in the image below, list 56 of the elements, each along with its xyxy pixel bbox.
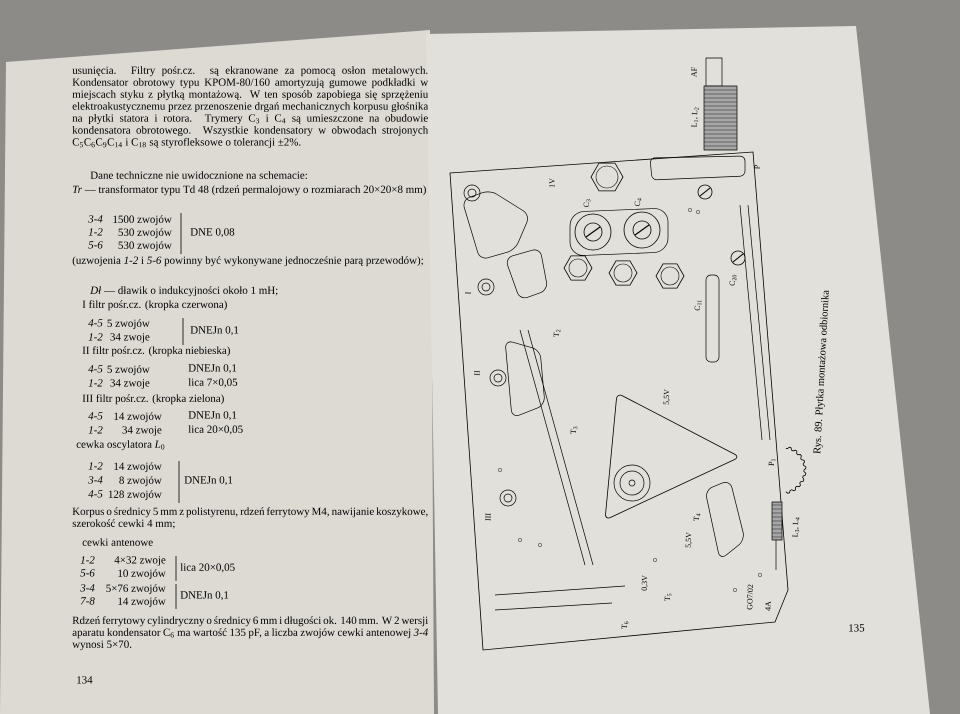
winding-number: 1-2 <box>88 426 103 434</box>
winding-number: 4-5 <box>88 490 102 498</box>
turn-count: 10 zwojów <box>118 569 166 580</box>
turn-count: 530 zwojów <box>118 241 172 252</box>
winding-number: 1-2 <box>88 228 103 236</box>
paragraph: Rdzeń ferrytowy cylindryczny o średnicy 6 mm i długości ok. 140 mm. W 2 wersji aparatu kondensator C$_{6}$ ma wartość 135 pF, a liczba zwojów cewki antenowej 3-4 wynosi 5×70. <box>72 616 428 650</box>
wire-spec: DNEJn 0,1 <box>188 364 236 374</box>
text-line: Dane techniczne nie uwidocznione na schemacie: <box>90 171 307 179</box>
winding-number: 4-5 <box>88 319 102 327</box>
turn-count: 1500 zwojów <box>113 215 172 226</box>
winding-number: 5-6 <box>88 241 103 249</box>
turn-count: 5 zwojów <box>108 319 150 330</box>
text-line: I filtr pośr.cz. (kropka czerwona) <box>82 300 227 310</box>
wire-spec: DNE 0,08 <box>190 228 234 238</box>
winding-number: 3-4 <box>88 215 103 223</box>
turn-count: 8 zwojów <box>119 476 162 486</box>
text-line: III filtr pośr.cz. (kropka zielona) <box>82 394 224 404</box>
text-line: cewka oscylatora L$_{0}$ <box>76 440 164 450</box>
wire-spec: lica 20×0,05 <box>180 563 235 572</box>
paragraph: Tr — transformator typu Td 48 (rdzeń permalojowy o rozmiarach 20×20×8 mm) <box>72 185 426 196</box>
turn-count: 14 zwojów <box>114 462 162 472</box>
turn-count: 4×32 zwoje <box>114 556 166 566</box>
wire-spec: DNEJn 0,1 <box>180 591 228 600</box>
wire-spec: lica 7×0,05 <box>188 378 238 388</box>
winding-number: 5-6 <box>80 569 95 577</box>
page-number: 135 <box>849 624 864 632</box>
turn-count: 128 zwojów <box>108 490 162 500</box>
turn-count: 5×76 zwojów <box>106 584 166 594</box>
wire-spec: DNEJn 0,1 <box>188 411 236 420</box>
turn-count: 14 zwojów <box>118 597 166 608</box>
turn-count: 34 zwoje <box>110 379 150 389</box>
winding-number: 4-5 <box>88 365 102 373</box>
turn-count: 34 zwoje <box>122 426 162 436</box>
turn-count: 14 zwojów <box>114 412 162 422</box>
turn-count: 5 zwojów <box>108 365 150 376</box>
turn-count: 530 zwojów <box>118 228 172 238</box>
winding-number: 1-2 <box>88 462 103 470</box>
text-line: Dł — dławik o indukcyjności około 1 mH; <box>90 286 278 296</box>
turn-count: 34 zwoje <box>110 333 150 343</box>
winding-number: 1-2 <box>88 379 103 386</box>
paragraph: Korpus o średnicy 5 mm z polistyrenu, rdzeń ferrytowy M4, nawijanie koszykowe, szerokość cewki 4 mm; <box>72 507 428 529</box>
figure-caption: Rys. 89. Płytka montażowa odbiornika <box>813 290 829 454</box>
text-line: cewki antenowe <box>82 538 153 546</box>
page-number: 134 <box>77 676 92 684</box>
paragraph: usunięcia. Filtry pośr.cz. są ekranowane za pomocą osłon metalowych. Kondensator obrotowy typu KPOM-80/160 amortyzują gumowe podkładki w miejscach styku z płytką montażową. W ten sposób zapobiega się sprzężeniu elektroakustycznemu przez przenoszenie drgań mechanicznych korpusu głośnika na płytki statora i rotora. Trymery C$_{3}$ i C$_{4}$ są umieszczone na obudowie kondensatora obrotowego. Wszystkie kondensatory w obwodach strojonych C$_{5}$C$_{6}$C$_{9}$C$_{14}$ i C$_{18}$ są styrofleksowe o tolerancji ±2%. <box>72 66 428 148</box>
paragraph: (uzwojenia 1-2 i 5-6 powinny być wykonywane jednocześnie parą przewodów); <box>72 256 423 266</box>
winding-number: 1-2 <box>80 556 95 564</box>
winding-number: 7-8 <box>80 597 95 605</box>
winding-number: 3-4 <box>88 476 103 484</box>
wire-spec: DNEJn 0,1 <box>190 326 238 336</box>
winding-number: 3-4 <box>80 584 95 592</box>
wire-spec: DNEJn 0,1 <box>184 476 232 486</box>
text-line: II filtr pośr.cz. (kropka niebieska) <box>82 346 230 356</box>
winding-number: 4-5 <box>88 412 102 420</box>
wire-spec: lica 20×0,05 <box>188 425 243 434</box>
winding-number: 1-2 <box>88 333 103 340</box>
